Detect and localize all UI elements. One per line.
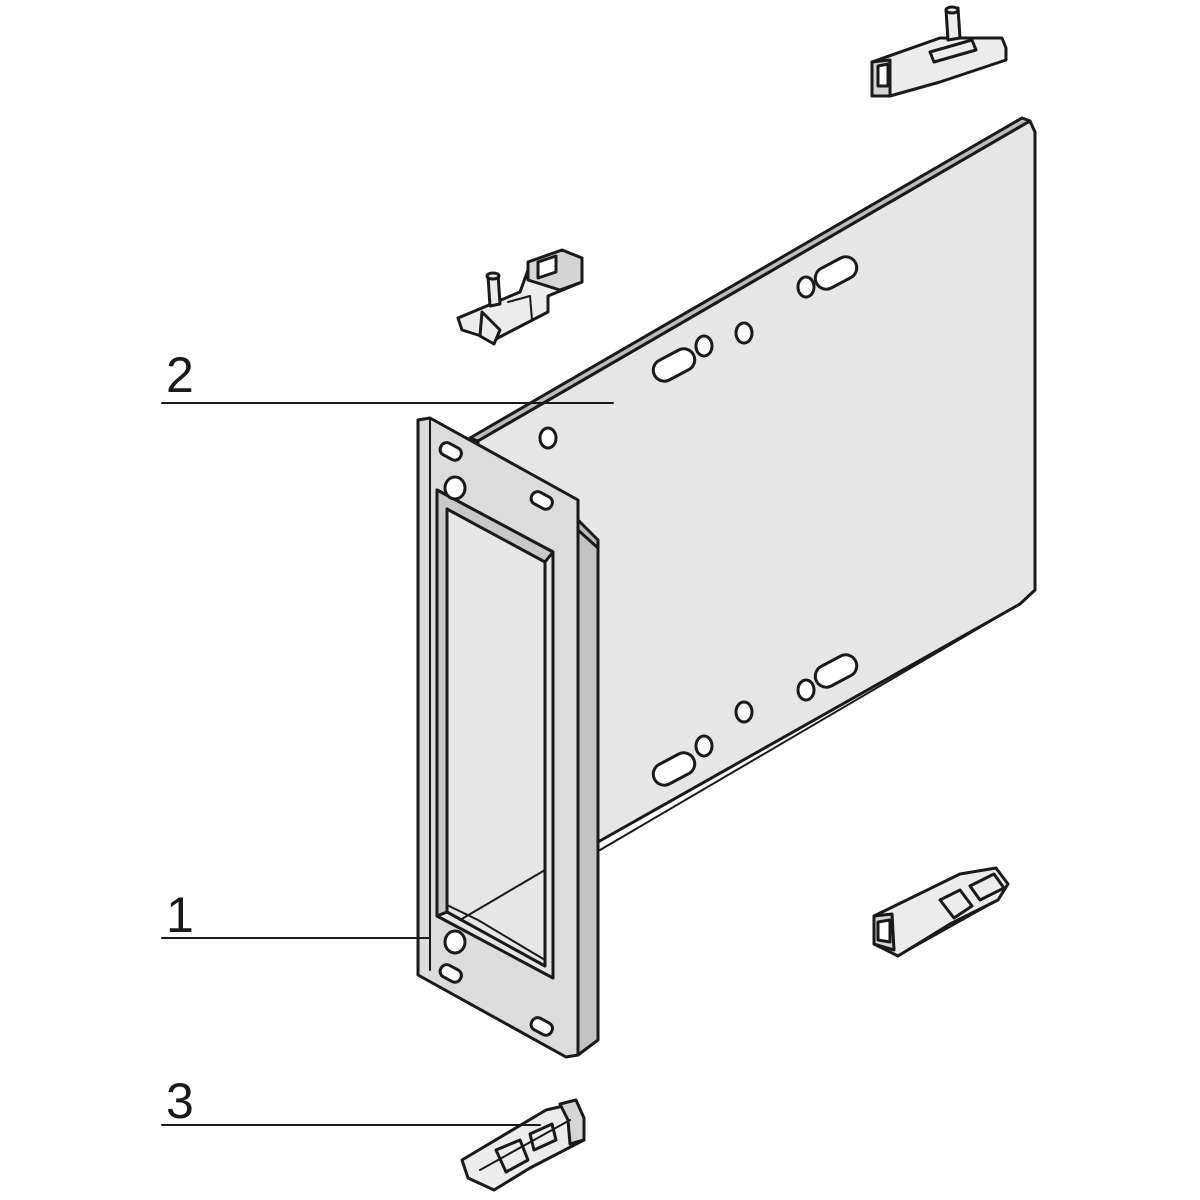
front-frame <box>416 416 600 1059</box>
callout-1: 1 <box>161 887 431 943</box>
side-panel <box>468 116 1037 874</box>
frame-mounting-holes <box>438 441 554 1037</box>
clip-lower-right <box>872 866 1010 958</box>
clip-middle-left <box>456 248 584 346</box>
clip-bottom <box>460 1098 586 1192</box>
callout-2-label: 2 <box>166 347 194 403</box>
callout-1-label: 1 <box>166 887 194 943</box>
callout-2: 2 <box>161 347 614 404</box>
clip-top-right <box>870 5 1008 98</box>
callout-3: 3 <box>161 1073 541 1129</box>
callout-3-label: 3 <box>166 1073 194 1129</box>
panel-holes-upper <box>538 255 859 450</box>
